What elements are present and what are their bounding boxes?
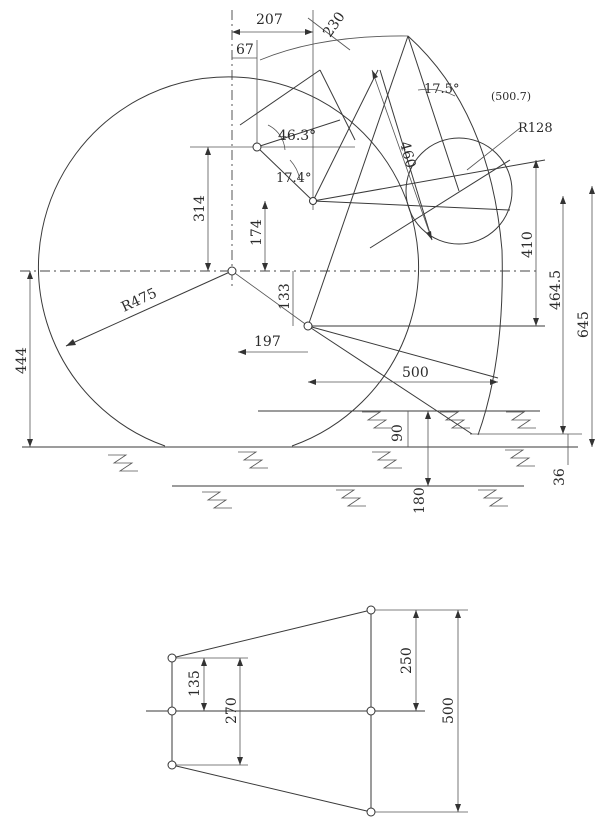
dim-5007: (500.7): [491, 90, 531, 103]
dim-460: 460: [396, 140, 418, 170]
ground-hatch: [108, 411, 536, 509]
lower-mechanism: 135 270 250 500: [146, 605, 468, 817]
dim-67: 67: [236, 42, 254, 58]
dim-500-upper: 500: [402, 365, 429, 381]
pivot-lower: [303, 321, 313, 331]
dim-90: 90: [390, 424, 406, 442]
dim-4645: 464.5: [548, 270, 564, 310]
radius-r128: R128: [518, 121, 553, 136]
dim-230: 230: [320, 9, 348, 40]
radius-r475: R475: [119, 285, 160, 315]
dim-180: 180: [412, 487, 428, 514]
pivot-upper: [252, 142, 262, 152]
dim-500-lower: 500: [441, 697, 457, 724]
dim-174: 174: [249, 219, 265, 246]
r128-circle: [405, 137, 513, 245]
r475-leader: [65, 270, 233, 347]
dim-314: 314: [192, 195, 208, 222]
pivot-center: [227, 266, 237, 276]
swing-inner-arc: [259, 35, 409, 61]
dim-207: 207: [256, 12, 283, 28]
dim-250: 250: [399, 647, 415, 674]
angle-175: 17.5°: [424, 82, 459, 97]
dim-197: 197: [254, 334, 281, 350]
angle-arc-174: [289, 159, 301, 181]
upper-mechanism: 207 230 67 46.3° 17.5° (500.7) 460 R128 …: [14, 9, 595, 514]
angle-arc-463: [267, 124, 286, 151]
angle-463: 46.3°: [278, 128, 316, 144]
linkages: [231, 35, 546, 435]
angle-174: 17.4°: [276, 171, 311, 186]
dim-645: 645: [576, 311, 592, 338]
r475-arc: [38, 76, 419, 447]
angle-arc-175: [417, 88, 456, 97]
dim-133: 133: [277, 283, 293, 310]
r128-leader: [466, 127, 521, 171]
pivot-mid: [309, 197, 317, 205]
dim-410: 410: [520, 231, 536, 258]
dim-36: 36: [552, 468, 568, 486]
dimension-lines: [27, 17, 595, 486]
dim-270: 270: [224, 697, 240, 724]
dim-135: 135: [187, 670, 203, 697]
dim-444: 444: [14, 347, 30, 374]
